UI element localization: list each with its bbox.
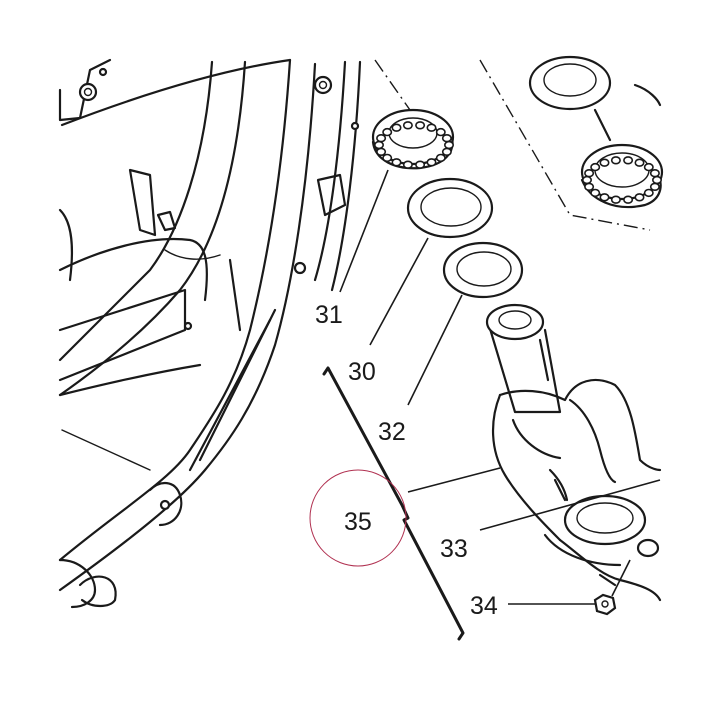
bearing-roller <box>376 147 387 157</box>
bearing-roller <box>435 153 446 163</box>
bearing-roller <box>610 195 621 204</box>
bearing-roller <box>590 188 601 198</box>
bearing-roller <box>426 123 437 132</box>
callout-31: 31 <box>315 301 343 329</box>
bearing-roller <box>376 134 387 143</box>
bearing-roller <box>435 127 446 137</box>
clamp-bolt-icon <box>636 538 660 558</box>
hex-nut-icon <box>593 593 617 616</box>
bearing-roller <box>441 134 452 143</box>
bearing-roller <box>443 140 454 150</box>
upper-bearing-rollers <box>581 156 662 204</box>
seal-32 <box>442 241 524 299</box>
race-30 <box>406 177 494 239</box>
bearing-roller <box>391 158 402 167</box>
bearing-roller <box>623 195 634 204</box>
bearing-roller <box>402 160 413 169</box>
frame <box>58 58 362 609</box>
bearing-roller <box>651 175 662 185</box>
bearing-roller <box>382 153 393 163</box>
frame-bushing-icon <box>313 75 333 95</box>
steering-stem-33 <box>485 303 662 602</box>
bearing-roller <box>643 188 654 198</box>
frame-fasteners <box>78 67 360 511</box>
callout-35: 35 <box>344 508 372 536</box>
leader-lines <box>339 169 661 605</box>
bearing-roller <box>599 193 610 202</box>
frame-nut-icon <box>78 82 98 102</box>
bearing-roller <box>643 162 654 172</box>
bearing-roller <box>584 182 595 192</box>
kit-bracket-35 <box>309 366 501 641</box>
bearing-roller <box>581 175 592 185</box>
bearing-roller <box>391 123 402 132</box>
bearing-roller <box>584 169 595 178</box>
highlight-circle <box>309 469 407 567</box>
callout-34: 34 <box>470 592 498 620</box>
bearing-roller <box>634 158 645 167</box>
bearing-roller <box>402 121 413 130</box>
bearing-roller <box>649 182 660 192</box>
bearing-roller <box>373 140 384 150</box>
upper-bearing-set <box>528 55 664 209</box>
bearing-roller <box>610 156 621 165</box>
bearing-roller <box>634 193 645 202</box>
bearing-roller <box>426 158 437 167</box>
callout-33: 33 <box>440 535 468 563</box>
bearing-31-rollers <box>373 121 454 169</box>
bearing-roller <box>649 169 660 178</box>
bearing-roller <box>599 158 610 167</box>
centerlines <box>374 59 651 231</box>
bearing-roller <box>415 121 426 130</box>
nut-34 <box>593 593 617 616</box>
bearing-roller <box>441 147 452 157</box>
callout-32: 32 <box>378 418 406 446</box>
callout-30: 30 <box>348 358 376 386</box>
bearing-roller <box>415 160 426 169</box>
bearing-roller <box>590 162 601 172</box>
bearing-roller <box>623 156 634 165</box>
bearing-roller <box>382 127 393 137</box>
